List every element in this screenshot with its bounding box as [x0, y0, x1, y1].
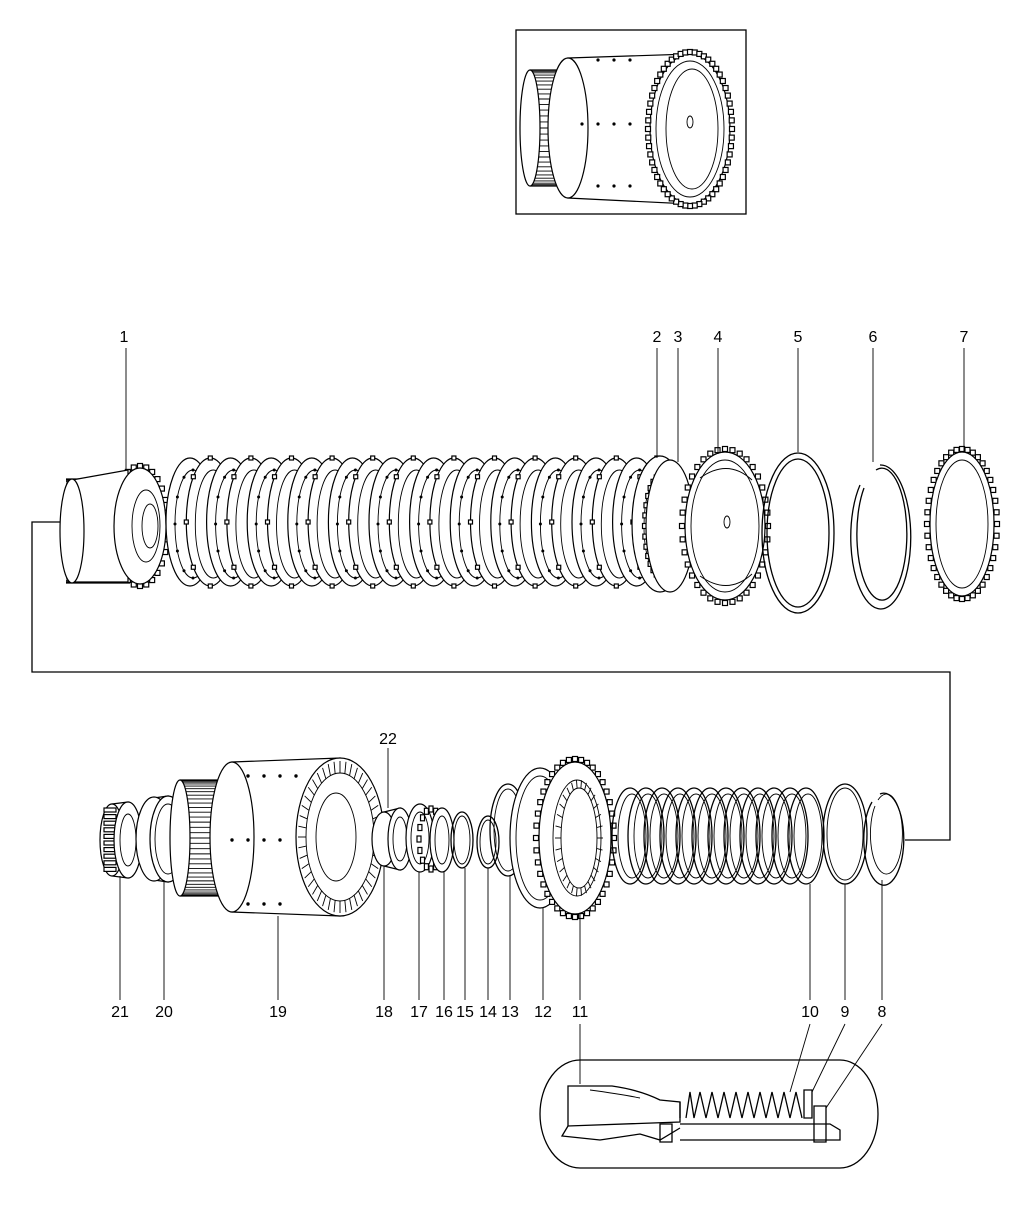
- callout-5: 5: [794, 329, 803, 346]
- callout-10: 10: [801, 1004, 819, 1021]
- cross-section-inset: [539, 1059, 879, 1169]
- callout-6: 6: [869, 329, 878, 346]
- callout-8: 8: [878, 1004, 887, 1021]
- callout-2: 2: [653, 329, 662, 346]
- callout-labels: 1 2 3 4 5 6 7 22 21 20 19 18 17 16 15 14…: [111, 329, 968, 1021]
- callout-19: 19: [269, 1004, 287, 1021]
- assembly-link-line: [31, 521, 951, 841]
- snap-ring-small: [863, 792, 905, 886]
- callout-13: 13: [501, 1004, 519, 1021]
- callout-9: 9: [841, 1004, 850, 1021]
- sleeve: [371, 807, 413, 871]
- spring-set: [611, 787, 825, 885]
- bearing-cone: [99, 801, 143, 879]
- callout-22: 22: [379, 731, 397, 748]
- clutch-disc-pack: [165, 455, 689, 593]
- callout-7: 7: [960, 329, 969, 346]
- callout-14: 14: [479, 1004, 497, 1021]
- callout-3: 3: [674, 329, 683, 346]
- toothed-ring: [923, 445, 1001, 603]
- leader-lines: [119, 348, 965, 1109]
- snap-ring: [850, 464, 912, 610]
- piston: [532, 755, 618, 921]
- callout-15: 15: [456, 1004, 474, 1021]
- callout-4: 4: [714, 329, 723, 346]
- clutch-hub: [59, 462, 172, 590]
- upper-assembly: [59, 445, 1001, 614]
- inset-drum-detail: [515, 29, 747, 215]
- callout-21: 21: [111, 1004, 129, 1021]
- callout-11: 11: [572, 1004, 589, 1021]
- bearing-set: [405, 803, 455, 873]
- callout-18: 18: [375, 1004, 393, 1021]
- backing-drum: [678, 445, 772, 607]
- retainer-ring: [822, 783, 868, 885]
- callout-20: 20: [155, 1004, 173, 1021]
- callout-1: 1: [120, 329, 129, 346]
- snap-ring-large: [761, 452, 835, 614]
- callout-16: 16: [435, 1004, 453, 1021]
- callout-12: 12: [534, 1004, 552, 1021]
- clutch-drum: [169, 757, 385, 917]
- lower-assembly: [99, 755, 905, 921]
- callout-17: 17: [410, 1004, 428, 1021]
